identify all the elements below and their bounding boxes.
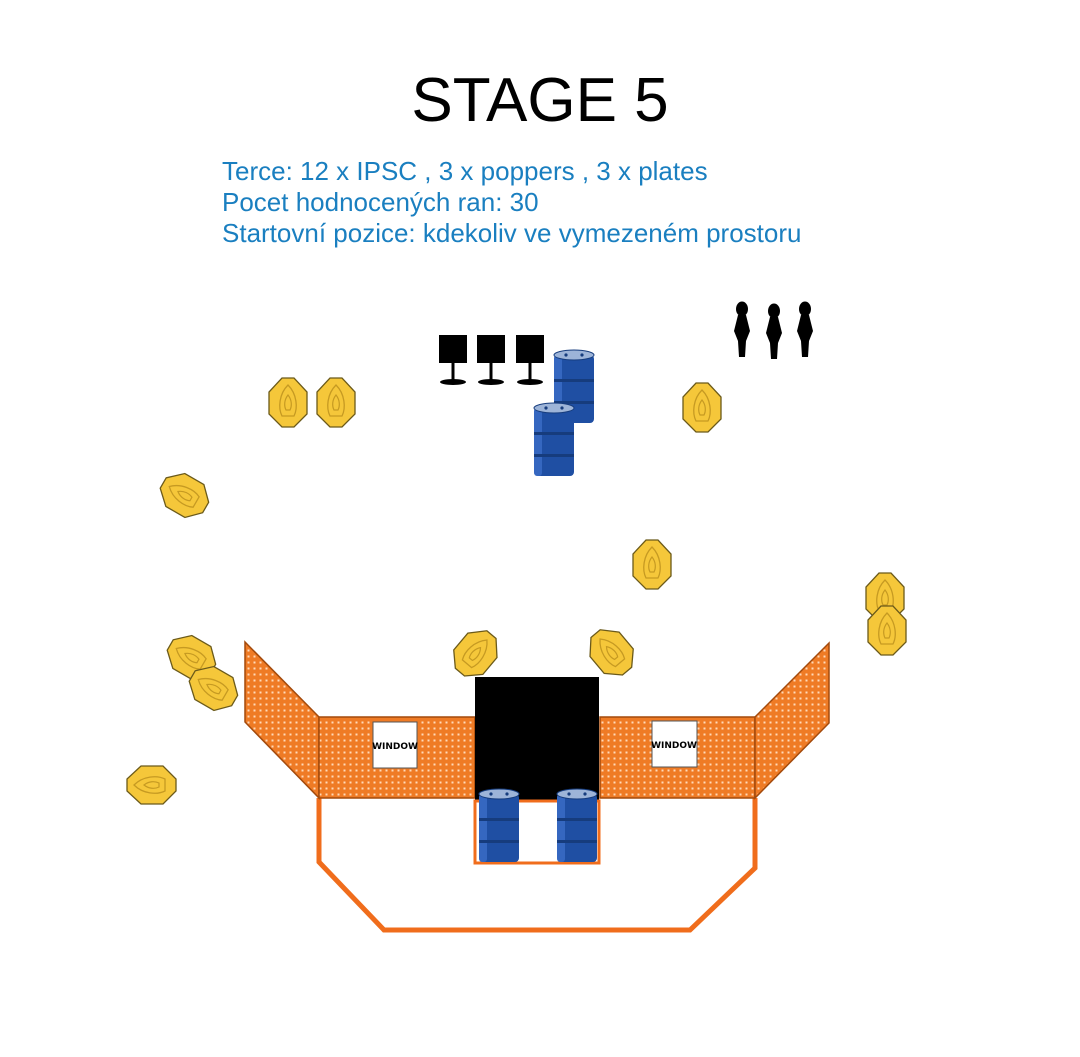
rounds-line: Pocet hodnocených ran: 30 (222, 187, 539, 217)
popper-icon (797, 301, 813, 357)
popper-icon (766, 303, 782, 359)
barrel-icon (556, 788, 598, 863)
barrel-icon (478, 788, 520, 863)
targets-line: Terce: 12 x IPSC , 3 x poppers , 3 x pla… (222, 156, 708, 186)
ipsc-target-icon (268, 377, 308, 428)
ipsc-target-icon (126, 765, 177, 805)
plate-icon (516, 335, 544, 385)
center-wall (475, 677, 599, 801)
ipsc-target-icon (444, 621, 507, 686)
window-icon (651, 720, 698, 768)
wall-icon (244, 640, 320, 800)
stage-info: Terce: 12 x IPSC , 3 x poppers , 3 x pla… (222, 156, 801, 249)
left-window-label: WINDOW (372, 742, 418, 752)
stage-title: STAGE 5 (411, 66, 669, 135)
barrel-icon (533, 402, 575, 477)
start-position-line: Startovní pozice: kdekoliv ve vymezeném … (222, 218, 802, 248)
ipsc-target-icon (867, 605, 907, 656)
popper-icon (734, 301, 750, 357)
plate-icon (477, 335, 505, 385)
ipsc-target-icon (153, 465, 216, 525)
right-window-label: WINDOW (651, 741, 697, 751)
fault-line (316, 798, 758, 933)
ipsc-target-icon (682, 382, 722, 433)
plate-icon (439, 335, 467, 385)
wall-icon (754, 641, 830, 800)
window-icon (372, 721, 418, 769)
ipsc-target-icon (316, 377, 356, 428)
ipsc-target-icon (632, 539, 672, 590)
ipsc-target-icon (580, 620, 643, 685)
barrel-box (473, 799, 601, 865)
